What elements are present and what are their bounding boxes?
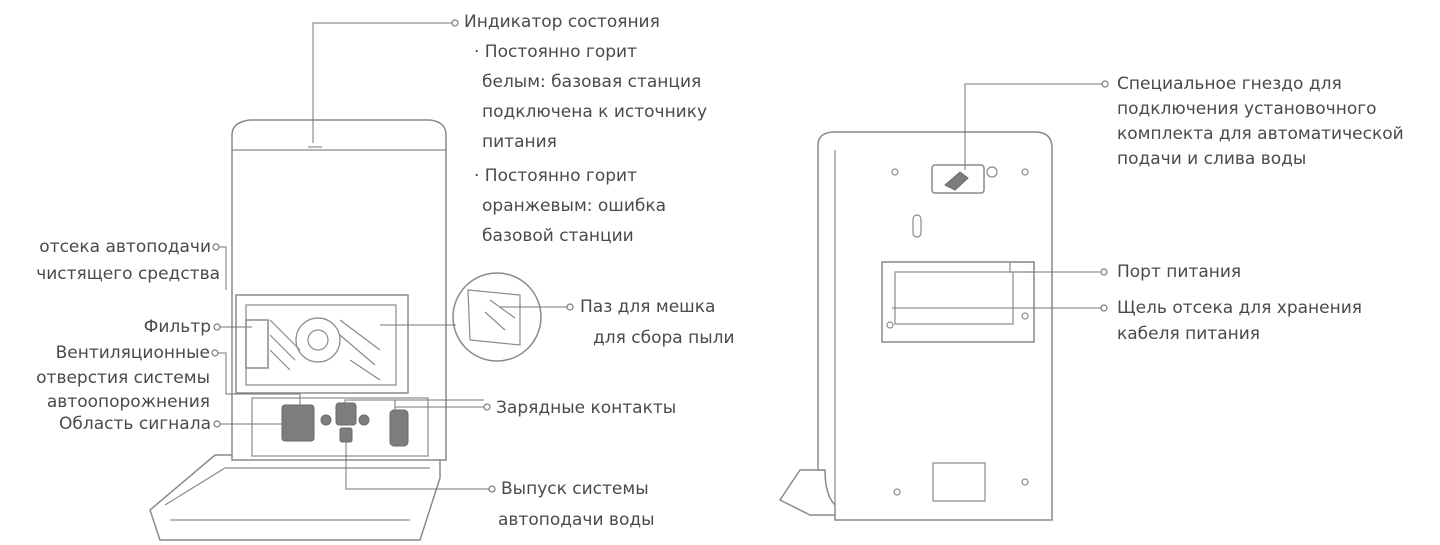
status-white-3: подключена к источнику (482, 100, 707, 124)
label-power-port: Порт питания (1117, 260, 1241, 284)
label-status-indicator: Индикатор состояния (464, 10, 660, 34)
label-dust-bag-1: Паз для мешка (580, 295, 715, 319)
label-vents-3: автоопорожнения (47, 390, 210, 414)
leader-dot-water (489, 486, 495, 492)
leader-dot-status (452, 20, 458, 26)
dust-bag-inset (453, 273, 541, 361)
status-white-1: · Постоянно горит (474, 40, 637, 64)
status-orange-3: базовой станции (482, 224, 634, 248)
label-socket-3: комплекта для автоматической (1117, 122, 1404, 146)
label-water-1: Выпуск системы (501, 477, 649, 501)
leader-dot-vents (212, 350, 218, 356)
label-cable-2: кабеля питания (1117, 322, 1260, 346)
leader-dot-cable (1101, 305, 1107, 311)
signal-area (282, 405, 314, 441)
leader-dot-contacts (484, 404, 490, 410)
label-signal: Область сигнала (59, 412, 211, 436)
label-vents-2: отверстия системы (36, 366, 210, 390)
dock-back-view (780, 132, 1052, 520)
leader-dot-filter (214, 324, 220, 330)
label-filter: Фильтр (144, 315, 211, 339)
contact-left (336, 403, 356, 425)
status-orange-2: оранжевым: ошибка (482, 194, 666, 218)
status-white-2: белым: базовая станция (482, 70, 701, 94)
leader-dot-dust (567, 304, 573, 310)
leader-dot-cleaner (213, 244, 219, 250)
leader-dot-socket (1102, 81, 1108, 87)
cable-compartment (882, 262, 1034, 342)
contact-dot-2 (359, 415, 369, 425)
label-vents-1: Вентиляционные (56, 341, 210, 365)
label-cable-1: Щель отсека для хранения (1117, 296, 1362, 320)
label-water-2: автоподачи воды (498, 508, 655, 532)
label-cleaner-1: отсека автоподачи (39, 235, 211, 259)
status-white-4: питания (482, 130, 557, 154)
side-contact (390, 410, 408, 446)
label-socket-1: Специальное гнездо для (1117, 72, 1342, 96)
status-orange-1: · Постоянно горит (474, 164, 637, 188)
contact-dot (321, 415, 331, 425)
label-contacts: Зарядные контакты (496, 396, 676, 420)
water-outlet-block (340, 428, 352, 442)
leader-dot-signal (214, 421, 220, 427)
label-socket-4: подачи и слива воды (1117, 147, 1306, 171)
label-socket-2: подключения установочного (1117, 97, 1377, 121)
label-cleaner-2: чистящего средства (36, 262, 220, 286)
label-dust-bag-2: для сбора пыли (593, 326, 735, 350)
leader-dot-power (1101, 269, 1107, 275)
